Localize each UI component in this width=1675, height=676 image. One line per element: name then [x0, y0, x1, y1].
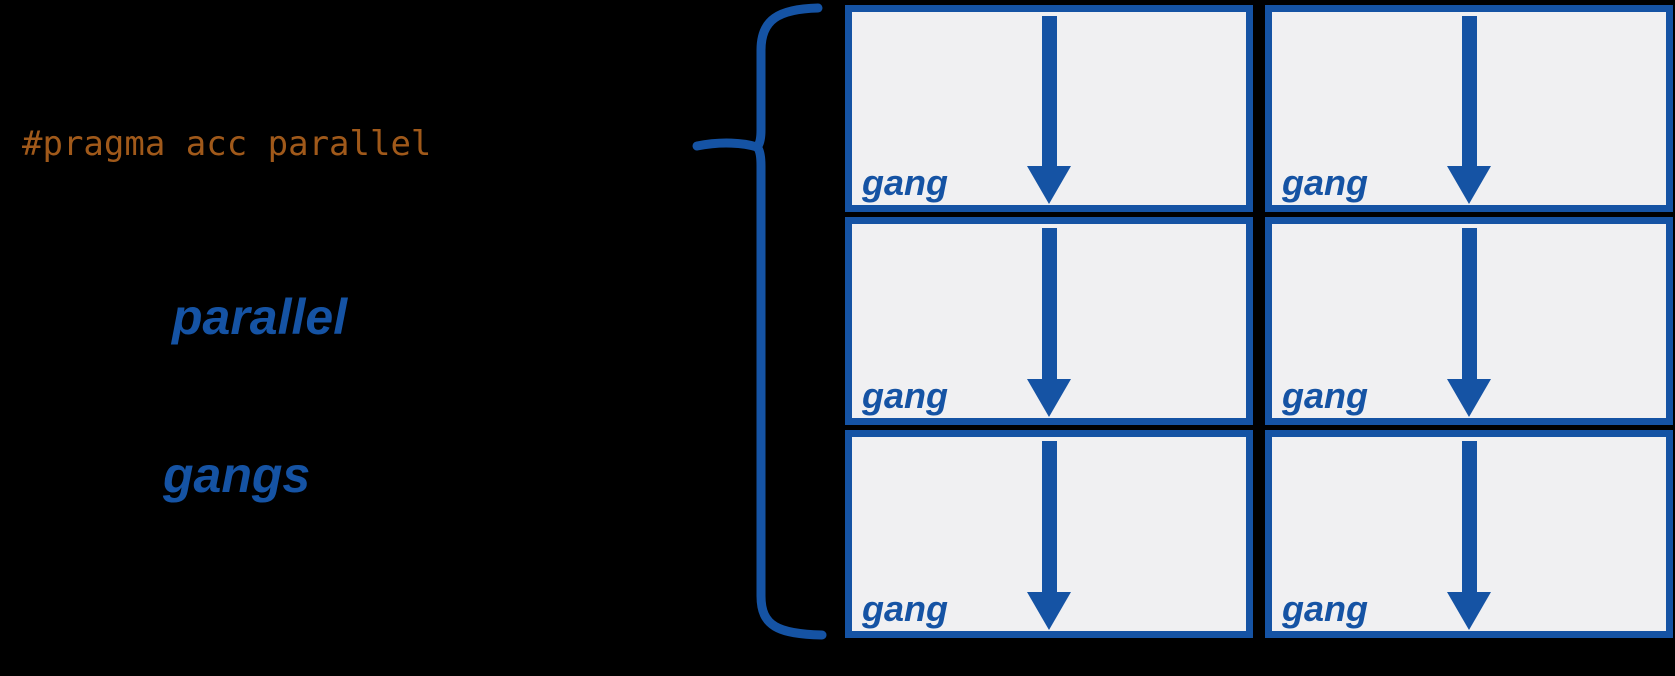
gang-label: gang	[862, 162, 948, 203]
down-arrow-icon	[1027, 228, 1071, 417]
gang-label: gang	[1282, 588, 1368, 629]
down-arrow-icon	[1447, 16, 1491, 204]
gang-label: gang	[1282, 375, 1368, 416]
gang-box: gang	[845, 430, 1253, 638]
gang-box: gang	[1265, 430, 1673, 638]
gang-label: gang	[862, 375, 948, 416]
pragma-code-label: #pragma acc parallel	[22, 124, 432, 164]
down-arrow-icon	[1027, 16, 1071, 204]
curly-brace-tick	[692, 138, 762, 152]
gang-box: gang	[845, 217, 1253, 425]
down-arrow-icon	[1447, 441, 1491, 630]
down-arrow-icon	[1447, 228, 1491, 417]
gang-grid: gang gang gang gang	[845, 5, 1673, 638]
gang-box: gang	[845, 5, 1253, 212]
gang-box: gang	[1265, 5, 1673, 212]
gang-label: gang	[1282, 162, 1368, 203]
curly-brace-shape	[752, 3, 827, 640]
gang-label: gang	[862, 588, 948, 629]
down-arrow-icon	[1027, 441, 1071, 630]
parallel-label: parallel	[172, 289, 348, 345]
gang-box: gang	[1265, 217, 1673, 425]
gangs-label: gangs	[163, 447, 311, 503]
